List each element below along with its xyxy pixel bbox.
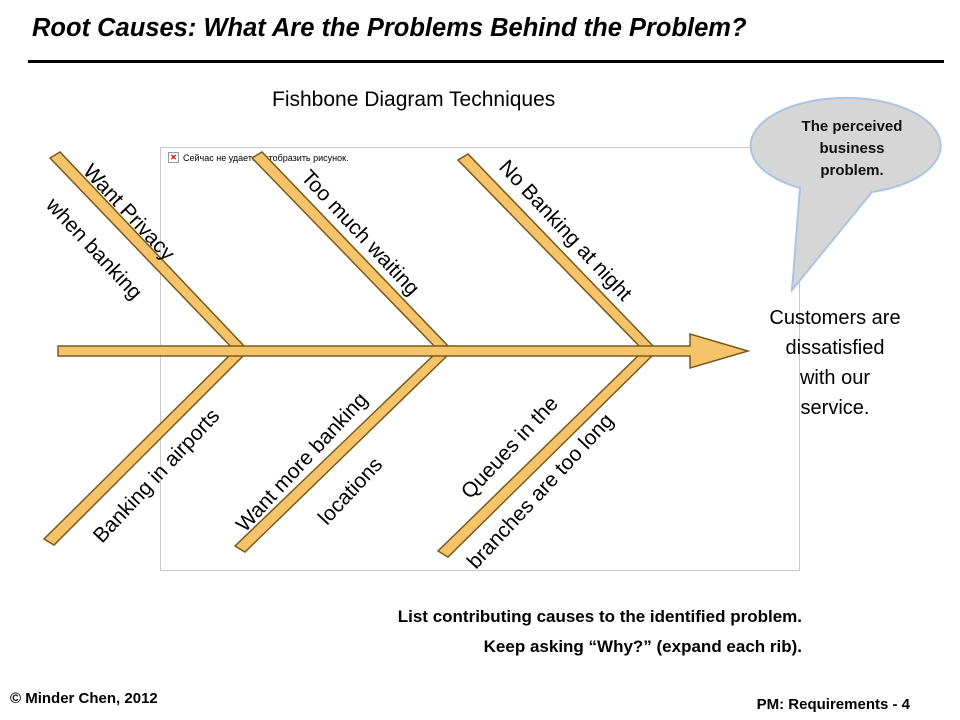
cause-no-banking-at-night: No Banking at night [494, 156, 636, 306]
callout-bubble [749, 96, 942, 294]
effect-line: dissatisfied [785, 337, 885, 359]
cause-want-more-banking: Want more banking [232, 388, 372, 536]
rib-bottom-2 [233, 348, 452, 553]
rib-top-1 [48, 151, 248, 353]
rib-top-2 [250, 151, 452, 353]
callout-line: business [819, 140, 885, 157]
broken-image-icon: ✕ [168, 152, 179, 163]
instruction-line-1: List contributing causes to the identifi… [397, 607, 802, 626]
instruction-line-2: Keep asking “Why?” (expand each rib). [483, 637, 802, 656]
cause-too-much-waiting: Too much waiting [296, 166, 423, 300]
rib-top-3 [456, 153, 657, 353]
callout-text: The perceived business problem. [752, 116, 952, 182]
effect-line: service. [800, 397, 870, 419]
callout-line: problem. [820, 162, 884, 179]
title-underline [28, 60, 944, 63]
rib-bottom-1 [42, 348, 248, 546]
cause-branches-too-long: branches are too long [463, 409, 618, 573]
broken-image-frame [160, 147, 800, 571]
diagram-subtitle: Fishbone Diagram Techniques [272, 88, 556, 111]
effect-line: with our [799, 367, 871, 389]
effect-line: Customers are [769, 307, 901, 329]
callout-line: The perceived [801, 118, 903, 135]
rib-bottom-3 [436, 348, 657, 558]
effect-problem-statement: Customers are dissatisfied with our serv… [740, 303, 930, 423]
slide-title: Root Causes: What Are the Problems Behin… [32, 14, 747, 42]
footer-copyright: © Minder Chen, 2012 [10, 690, 158, 707]
footer-page-label: PM: Requirements - 4 [756, 696, 910, 713]
spine-arrow [57, 332, 751, 370]
